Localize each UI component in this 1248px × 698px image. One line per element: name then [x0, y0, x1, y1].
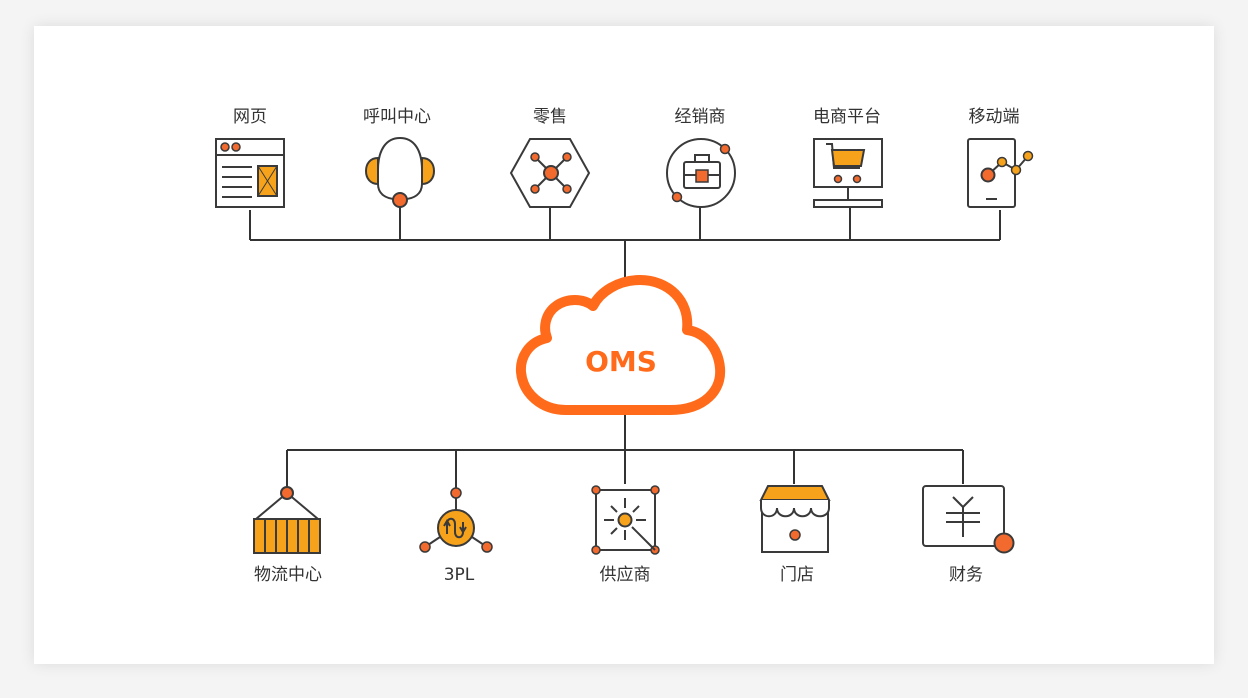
channel-label-webpage: 网页 [233, 107, 267, 127]
top-connectors [249, 207, 1001, 278]
mobile-icon [967, 138, 1034, 208]
supplier-icon [591, 485, 660, 555]
backend-label-logistics: 物流中心 [254, 565, 322, 585]
channel-label-retail: 零售 [533, 107, 567, 127]
backend-label-3pl: 3PL [444, 565, 475, 585]
cart-monitor-icon [813, 138, 883, 208]
briefcase-icon [666, 138, 736, 208]
container-icon [253, 486, 321, 554]
storefront-icon [759, 485, 831, 553]
channel-label-ecommerce: 电商平台 [813, 107, 881, 127]
3pl-hub-icon [419, 487, 493, 553]
backend-label-finance: 财务 [949, 565, 983, 585]
backend-label-store: 门店 [780, 565, 814, 585]
yen-finance-icon [922, 485, 1015, 554]
bottom-connectors [286, 414, 964, 488]
backend-label-supplier: 供应商 [600, 565, 651, 585]
headset-icon [364, 136, 436, 208]
channel-label-callcenter: 呼叫中心 [363, 107, 431, 127]
oms-cloud: OMS [515, 275, 726, 415]
webpage-icon [215, 138, 285, 208]
oms-label: OMS [585, 345, 657, 378]
channel-label-mobile: 移动端 [969, 107, 1020, 127]
channel-label-distributor: 经销商 [675, 107, 726, 127]
retail-hexagon-icon [509, 138, 591, 208]
